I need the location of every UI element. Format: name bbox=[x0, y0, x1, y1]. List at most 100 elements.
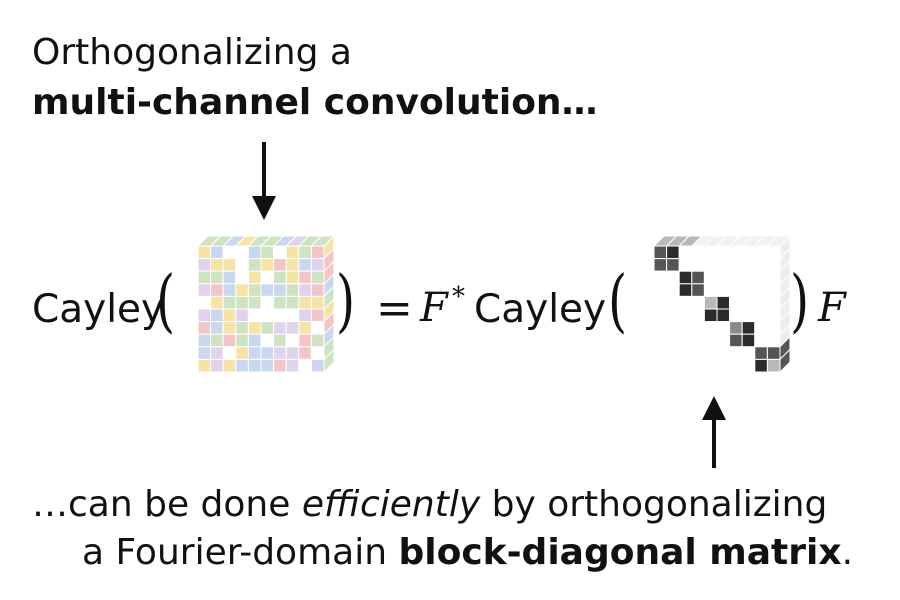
matrix-cell bbox=[222, 308, 237, 323]
matrix-cell bbox=[678, 258, 693, 272]
lhs-close-paren: ) bbox=[336, 262, 356, 341]
matrix-cell bbox=[235, 321, 249, 335]
matrix-cell bbox=[235, 358, 249, 373]
matrix-cell bbox=[653, 346, 668, 360]
matrix-cell bbox=[741, 358, 756, 373]
matrix-cell bbox=[691, 245, 705, 260]
matrix-cell bbox=[754, 283, 768, 297]
matrix-cell bbox=[298, 321, 312, 335]
matrix-cell bbox=[666, 245, 680, 260]
matrix-cell bbox=[691, 258, 705, 272]
matrix-cell bbox=[235, 245, 249, 260]
matrix-cell bbox=[754, 245, 768, 260]
matrix-cell bbox=[766, 245, 781, 260]
matrix-cell bbox=[197, 270, 212, 285]
matrix-cell bbox=[310, 333, 325, 348]
matrix-cell bbox=[766, 321, 781, 335]
matrix-cell bbox=[285, 270, 300, 285]
matrix-cell bbox=[754, 295, 768, 310]
matrix-cell bbox=[222, 245, 237, 260]
matrix-cell bbox=[754, 258, 768, 272]
matrix-cell bbox=[666, 283, 680, 297]
matrix-cell bbox=[741, 245, 756, 260]
matrix-cell bbox=[691, 295, 705, 310]
matrix-cell bbox=[235, 270, 249, 285]
matrix-cell bbox=[716, 333, 731, 348]
matrix-cell bbox=[210, 295, 224, 310]
matrix-cell bbox=[298, 283, 312, 297]
matrix-cell bbox=[653, 333, 668, 348]
matrix-cell bbox=[310, 346, 325, 360]
matrix-cell bbox=[285, 245, 300, 260]
matrix-cell bbox=[666, 346, 680, 360]
arrow-down-icon bbox=[252, 142, 276, 220]
matrix-cell bbox=[310, 270, 325, 285]
matrix-cell bbox=[247, 308, 262, 323]
matrix-cell bbox=[210, 245, 224, 260]
matrix-cell bbox=[298, 245, 312, 260]
bottom-line2-pre: a Fourier-domain bbox=[82, 532, 399, 573]
matrix-cell bbox=[222, 346, 237, 360]
matrix-cell bbox=[310, 245, 325, 260]
matrix-cell bbox=[691, 358, 705, 373]
matrix-cell bbox=[298, 358, 312, 373]
matrix-cell bbox=[766, 283, 781, 297]
matrix-cell bbox=[247, 258, 262, 272]
matrix-cell bbox=[235, 346, 249, 360]
matrix-cell bbox=[766, 308, 781, 323]
matrix-cell bbox=[766, 346, 781, 360]
matrix-cell bbox=[222, 283, 237, 297]
matrix-cell bbox=[235, 283, 249, 297]
matrix-cell bbox=[285, 346, 300, 360]
matrix-cell bbox=[653, 283, 668, 297]
matrix-cell bbox=[653, 245, 668, 260]
matrix-cell bbox=[703, 258, 718, 272]
matrix-cell bbox=[716, 295, 731, 310]
matrix-cell bbox=[716, 321, 731, 335]
matrix-cell bbox=[310, 283, 325, 297]
matrix-cell bbox=[716, 258, 731, 272]
matrix-cell bbox=[666, 258, 680, 272]
matrix-cell bbox=[285, 358, 300, 373]
matrix-cell bbox=[197, 321, 212, 335]
matrix-cell bbox=[273, 258, 287, 272]
lhs-open-paren: ( bbox=[156, 262, 176, 341]
matrix-cell bbox=[716, 346, 731, 360]
matrix-cell bbox=[729, 270, 743, 285]
matrix-cell bbox=[273, 308, 287, 323]
matrix-cell bbox=[298, 258, 312, 272]
matrix-cell bbox=[766, 333, 781, 348]
lhs-cayley-label: Cayley bbox=[32, 287, 165, 332]
matrix-cell bbox=[210, 321, 224, 335]
matrix-cell bbox=[285, 295, 300, 310]
matrix-cell bbox=[653, 308, 668, 323]
equals-sign: = bbox=[376, 283, 413, 334]
matrix-cell bbox=[666, 333, 680, 348]
matrix-cell bbox=[273, 321, 287, 335]
matrix-cell bbox=[678, 245, 693, 260]
matrix-cell bbox=[703, 308, 718, 323]
matrix-cell bbox=[298, 346, 312, 360]
matrix-cell bbox=[716, 308, 731, 323]
matrix-cell bbox=[703, 245, 718, 260]
matrix-cell bbox=[716, 245, 731, 260]
matrix-cell bbox=[260, 270, 275, 285]
matrix-cell bbox=[298, 270, 312, 285]
matrix-cell bbox=[678, 295, 693, 310]
matrix-cell bbox=[716, 270, 731, 285]
matrix-cell bbox=[678, 358, 693, 373]
bottom-line1-post: by orthogonalizing bbox=[480, 484, 828, 525]
matrix-cell bbox=[691, 321, 705, 335]
bottom-line2-post: . bbox=[841, 532, 854, 573]
matrix-cell bbox=[260, 333, 275, 348]
matrix-cell bbox=[222, 270, 237, 285]
matrix-cell bbox=[235, 295, 249, 310]
matrix-cell bbox=[729, 346, 743, 360]
bottom-caption-line1: …can be done efficiently by orthogonaliz… bbox=[32, 484, 827, 525]
matrix-cell bbox=[298, 295, 312, 310]
matrix-cell bbox=[741, 295, 756, 310]
matrix-cell bbox=[273, 346, 287, 360]
top-caption-line1: Orthogonalizing a bbox=[32, 32, 352, 73]
matrix-cell bbox=[273, 270, 287, 285]
